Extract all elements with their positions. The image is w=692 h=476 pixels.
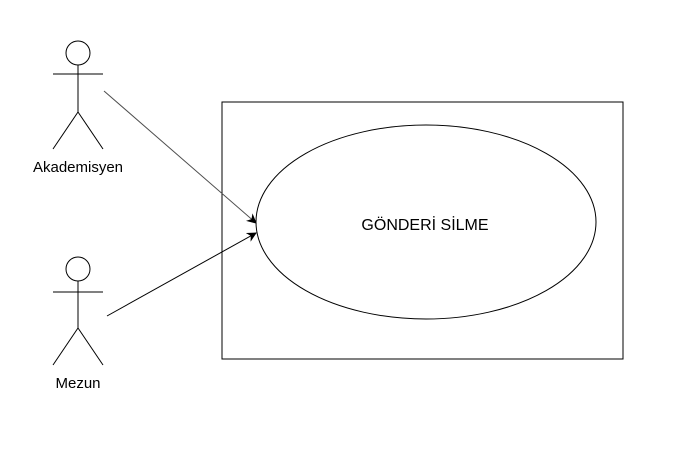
association-akademisyen-arrow[interactable] (103, 90, 257, 224)
use-case[interactable]: GÖNDERİ SİLME (255, 124, 597, 320)
actor-left-leg (52, 327, 79, 366)
actor-right-leg (77, 111, 104, 150)
actor-head (65, 40, 91, 66)
actor-mezun[interactable]: Mezun (52, 256, 104, 392)
actor-right-leg (77, 327, 104, 366)
actor-left-leg (52, 111, 79, 150)
system-boundary (221, 101, 624, 360)
actor-head (65, 256, 91, 282)
actor-label: Mezun (55, 375, 100, 392)
association-mezun-arrow[interactable] (106, 232, 257, 317)
actor-label: Akademisyen (33, 159, 123, 176)
actor-akademisyen[interactable]: Akademisyen (33, 40, 123, 176)
use-case-label: GÖNDERİ SİLME (361, 215, 488, 234)
